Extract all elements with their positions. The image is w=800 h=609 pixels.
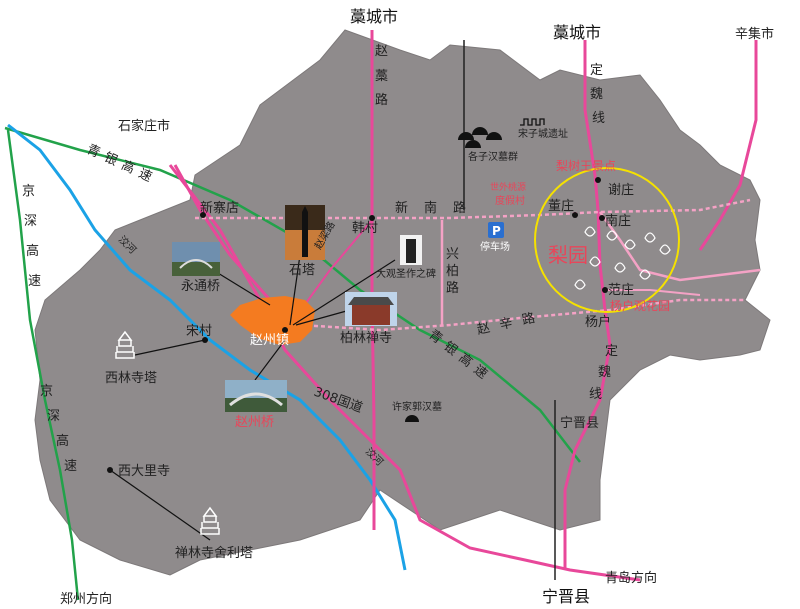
zhaoxin-road [299,298,745,332]
shiwai-label: 世外桃源 [490,181,526,193]
dujiacun-label: 度假村 [495,194,525,207]
jingshen-label-right: 京 深 高 速 [40,384,77,474]
yanghu-label: 杨户 [585,314,611,330]
songzi-label: 宋子城遗址 [518,127,568,140]
xiaohe-river [7,123,407,571]
svg-text:高: 高 [26,243,39,259]
svg-text:速: 速 [64,459,77,474]
zhengzhou-label: 郑州方向 [60,591,112,607]
jingshen-expressway [6,129,80,601]
qingdao-label: 青岛方向 [605,570,657,586]
parking-icon[interactable] [488,222,504,238]
county-region [34,29,771,576]
dingwei-road-label-bottom: 定 魏 线 [589,344,618,402]
yanghu-garden-label: 杨户观花园 [610,298,670,313]
svg-text:兴: 兴 [446,247,459,262]
bailinchansi-label: 柏林禅寺 [340,331,392,346]
jingshen-label-left: 京 深 高 速 [22,184,41,289]
svg-text:线: 线 [592,111,605,126]
parking-label: 停车场 [480,240,510,253]
road-to-fanzhuang [605,289,701,296]
svg-text:京: 京 [40,384,53,399]
yongtongqiao-label: 永通桥 [181,279,220,294]
ningjin-label: 宁晋县 [560,415,599,431]
svg-text:路: 路 [375,92,388,108]
songzi-ruins-icon [520,118,545,126]
xilinsita-pagoda-icon [115,330,135,359]
svg-text:深: 深 [24,214,37,229]
liyuan-label: 梨园 [548,243,588,267]
xiezhuang-label: 谢庄 [608,182,634,198]
svg-text:高: 高 [56,433,69,449]
svg-text:线: 线 [589,387,602,402]
daguan-label: 大观圣作之碑 [376,267,436,280]
svg-text:赵: 赵 [375,44,388,59]
svg-text:速: 速 [28,274,41,289]
svg-text:柏: 柏 [446,264,459,279]
svg-text:定: 定 [605,344,618,359]
gezi-label: 各子汉墓群 [468,150,518,163]
gaocheng-top-label: 藁城市 [350,7,398,26]
shita-photo[interactable] [285,205,325,260]
svg-text:魏: 魏 [598,365,611,380]
hancun-label: 韩村 [352,221,378,236]
chanlinsi-label: 禅林寺舍利塔 [175,546,253,561]
parking-sign-text: P [492,224,501,238]
svg-text:定: 定 [590,63,603,78]
tomb-icons [405,127,502,422]
svg-text:藁: 藁 [375,69,388,84]
ningjin-bottom-label: 宁晋县 [542,587,590,606]
dingwei-road [563,40,612,570]
xujiabang-label: 许家郭汉墓 [392,400,442,413]
zhaozhouqiao-label: 赵州桥 [235,415,274,430]
nanzhuang-label: 南庄 [605,213,631,229]
bailinchansi-photo[interactable] [345,292,397,326]
xinji-road [698,40,758,251]
pear-tree-icons [574,226,671,290]
zhaozhou-town[interactable] [230,296,315,345]
svg-text:魏: 魏 [590,87,603,102]
road-308 [168,164,641,582]
gaocheng-right-label: 藁城市 [553,23,601,42]
xinzhaidian-label: 新寨店 [200,200,239,216]
zhaozhouzhen-label: 赵州镇 [250,333,289,348]
xingbai-road-label: 兴 柏 路 [446,247,459,296]
daguan-stele-photo[interactable] [400,235,422,265]
yongtongqiao-photo[interactable] [172,242,220,276]
chanlinsi-pagoda-icon [200,506,220,535]
svg-text:深: 深 [47,409,60,424]
xinnan-road-label: 新南路 [395,200,482,216]
shita-label: 石塔 [289,263,315,278]
zhaogao-road-label: 赵 藁 路 [375,44,388,108]
xilinsita-label: 西林寺塔 [105,371,157,386]
svg-text:京: 京 [22,184,35,199]
xidalisi-label: 西大里寺 [118,464,170,479]
pear-orchard-circle [534,167,680,313]
songcun-label: 宋村 [186,324,212,339]
dongzhuang-label: 董庄 [548,198,574,214]
svg-text:路: 路 [446,280,459,296]
lishu-label: 梨树王景点 [556,158,616,173]
zhaozhouqiao-photo[interactable] [225,380,287,412]
dingwei-road-label-top: 定 魏 线 [590,63,605,126]
qingyin-expressway [4,126,581,463]
xinji-label: 辛集市 [735,26,774,42]
shijiazhuang-label: 石家庄市 [118,118,170,134]
fanzhuang-label: 范庄 [608,282,634,298]
qingyin-top-label: 青银高速 [84,141,160,188]
